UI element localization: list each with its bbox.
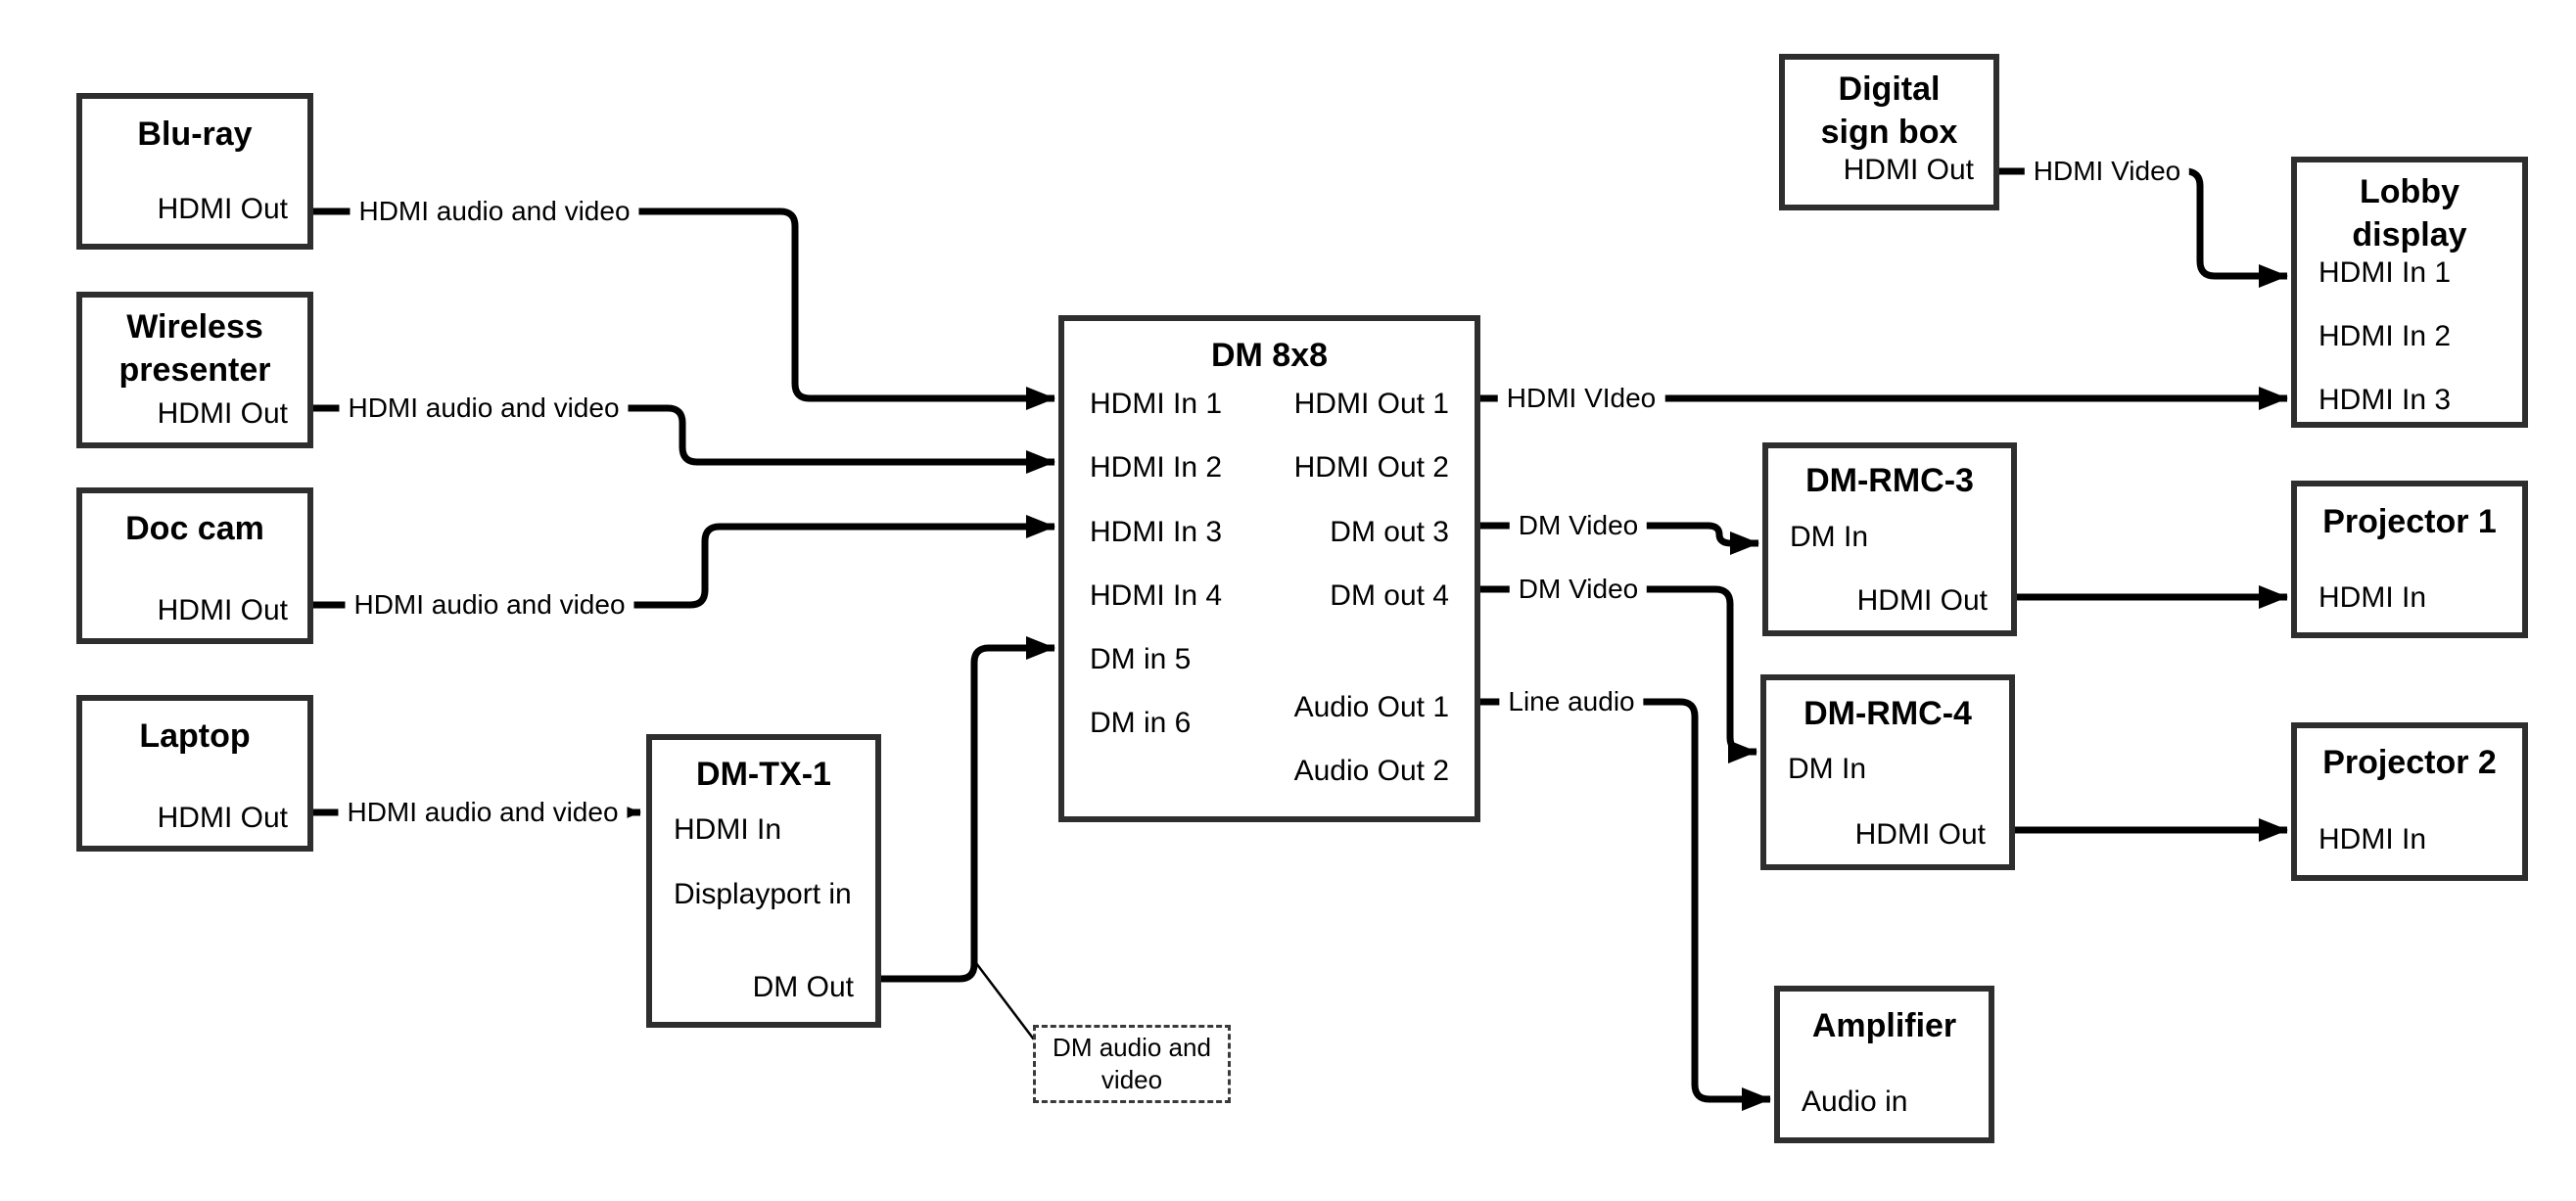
port-hdmi-in: HDMI In (674, 813, 782, 846)
port-audio-out-2: Audio Out 2 (1293, 755, 1449, 787)
node-title: Blu-ray (137, 115, 253, 153)
edge-bluray-to-dm8x8-hdmi-in-1 (313, 208, 1055, 410)
edge-label-hdmi-audio-video-laptop: HDMI audio and video (338, 796, 628, 829)
edge-digitalsign-to-lobby-hdmi-in-1 (1999, 167, 2288, 288)
port-dm-in-5: DM in 5 (1090, 643, 1192, 675)
edge-dm8x8-audio-out-1-to-amplifier (1480, 698, 1771, 1111)
edge-wireless-to-dm8x8-hdmi-in-2 (313, 404, 1055, 474)
node-laptop: Laptop HDMI Out (76, 695, 313, 852)
edge-label-line-audio: Line audio (1499, 685, 1644, 718)
callout-text: DM audio and video (1053, 1033, 1211, 1094)
node-dm-8x8: DM 8x8 HDMI In 1 HDMI In 2 HDMI In 3 HDM… (1058, 315, 1480, 822)
node-title: DM 8x8 (1210, 337, 1329, 374)
port-dm-out-4: DM out 4 (1330, 579, 1449, 612)
port-hdmi-out: HDMI Out (157, 594, 288, 626)
port-hdmi-in: HDMI In (2318, 581, 2427, 614)
node-projector-2: Projector 2 HDMI In (2291, 722, 2528, 881)
port-hdmi-out-1: HDMI Out 1 (1293, 388, 1449, 420)
node-title: Laptop (139, 717, 251, 755)
port-hdmi-in-1: HDMI In 1 (1090, 388, 1223, 420)
port-dm-out: DM Out (752, 971, 854, 1003)
edge-label-hdmi-audio-video-doccam: HDMI audio and video (345, 588, 634, 622)
port-hdmi-out: HDMI Out (1854, 818, 1986, 851)
port-hdmi-out: HDMI Out (1843, 154, 1974, 186)
node-title: Projector 1 (2322, 503, 2497, 540)
port-hdmi-in-2: HDMI In 2 (1090, 451, 1223, 484)
port-hdmi-out: HDMI Out (157, 193, 288, 225)
node-title: Amplifier (1811, 1007, 1957, 1044)
node-title: DM-TX-1 (696, 756, 831, 793)
edge-label-hdmi-video-lobby: HDMI VIdeo (1497, 382, 1665, 415)
node-wireless-presenter: Wireless presenter HDMI Out (76, 292, 313, 448)
edge-label-hdmi-audio-video-wireless: HDMI audio and video (339, 392, 629, 425)
port-dm-in: DM In (1790, 521, 1869, 553)
port-dm-out-3: DM out 3 (1330, 516, 1449, 548)
port-hdmi-in: HDMI In (2318, 823, 2427, 855)
callout-leader-line (975, 962, 1035, 1040)
port-hdmi-in-3: HDMI In 3 (2318, 384, 2452, 416)
node-dm-tx-1: DM-TX-1 HDMI In Displayport in DM Out (646, 734, 881, 1028)
node-blu-ray: Blu-ray HDMI Out (76, 93, 313, 250)
port-audio-in: Audio in (1802, 1086, 1908, 1118)
edge-label-dm-video-rmc3: DM Video (1509, 509, 1648, 542)
port-hdmi-out: HDMI Out (1856, 584, 1988, 617)
node-title: DM-RMC-4 (1803, 695, 1972, 732)
port-hdmi-out: HDMI Out (157, 802, 288, 834)
callout-dm-audio-and-video: DM audio and video (1033, 1025, 1231, 1103)
edge-dmtx1-dmout-to-dm8x8-dm-in-5 (881, 636, 1055, 983)
node-title: Doc cam (125, 510, 264, 547)
port-dm-in: DM In (1788, 753, 1867, 785)
edge-dm8x8-dm-out-3-to-rmc3-dm-in (1480, 522, 1759, 555)
node-title: DM-RMC-3 (1805, 462, 1974, 499)
edge-doccam-to-dm8x8-hdmi-in-3 (313, 515, 1055, 609)
node-title: Projector 2 (2322, 744, 2497, 781)
node-amplifier: Amplifier Audio in (1774, 986, 1994, 1143)
port-audio-out-1: Audio Out 1 (1293, 691, 1449, 723)
port-hdmi-out: HDMI Out (157, 397, 288, 430)
port-hdmi-in-2: HDMI In 2 (2318, 320, 2452, 352)
edge-dm8x8-dm-out-4-to-rmc4-dm-in (1480, 585, 1757, 763)
port-displayport-in: Displayport in (674, 878, 852, 910)
node-lobby-display: Lobby display HDMI In 1 HDMI In 2 HDMI I… (2291, 157, 2528, 428)
port-hdmi-in-3: HDMI In 3 (1090, 516, 1223, 548)
node-dm-rmc-4: DM-RMC-4 DM In HDMI Out (1760, 674, 2015, 870)
node-title: Digital sign box (1820, 70, 1958, 151)
node-doc-cam: Doc cam HDMI Out (76, 487, 313, 644)
edge-label-hdmi-audio-video-bluray: HDMI audio and video (350, 195, 639, 228)
port-hdmi-in-4: HDMI In 4 (1090, 579, 1223, 612)
node-title: Wireless presenter (118, 308, 271, 389)
node-projector-1: Projector 1 HDMI In (2291, 481, 2528, 638)
node-title: Lobby display (2352, 173, 2467, 254)
port-dm-in-6: DM in 6 (1090, 707, 1192, 739)
edge-label-hdmi-video-digitalsign: HDMI Video (2024, 155, 2190, 188)
edge-label-dm-video-rmc4: DM Video (1509, 573, 1648, 606)
port-hdmi-out-2: HDMI Out 2 (1293, 451, 1449, 484)
node-dm-rmc-3: DM-RMC-3 DM In HDMI Out (1762, 442, 2017, 636)
port-hdmi-in-1: HDMI In 1 (2318, 256, 2452, 289)
node-digital-sign-box: Digital sign box HDMI Out (1779, 54, 1999, 210)
